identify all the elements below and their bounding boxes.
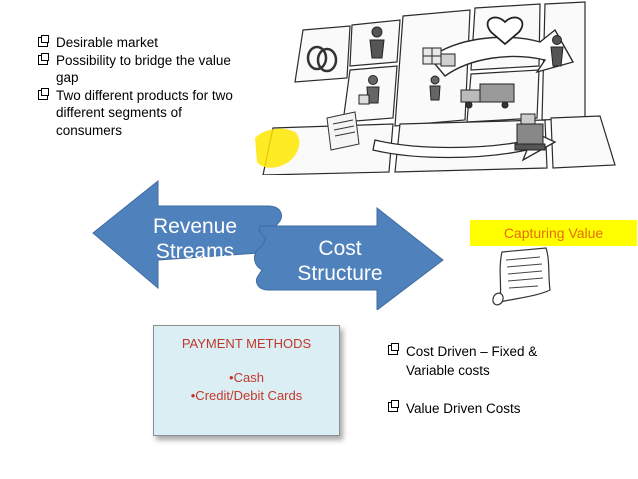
cash-register-icon — [514, 113, 546, 151]
checkbox-bullet-icon — [38, 35, 49, 47]
truck-icon — [460, 83, 515, 109]
cost-bullet-item: Value Driven Costs — [388, 399, 588, 418]
bullet-text: Two different products for two different… — [56, 87, 233, 138]
bullet-item: Desirable market — [38, 34, 243, 52]
bullet-text: Possibility to bridge the value gap — [56, 52, 231, 86]
payment-item-cards: •Credit/Debit Cards — [190, 388, 303, 403]
person-icon — [429, 75, 441, 101]
flow-arrows — [92, 179, 444, 310]
bullet-item: Two different products for two different… — [38, 87, 243, 140]
checkbox-bullet-icon — [388, 343, 399, 355]
cost-bullet-text: Value Driven Costs — [406, 401, 521, 416]
cost-bullet-item: Cost Driven – Fixed & Variable costs — [388, 342, 576, 380]
payment-item-cash: •Cash — [229, 370, 264, 385]
receipt-icon — [326, 111, 360, 151]
person-icon — [369, 26, 385, 59]
checkbox-bullet-icon — [38, 87, 49, 100]
cost-bullet-text: Cost Driven – Fixed & Variable costs — [406, 344, 538, 378]
heart-icon — [486, 16, 524, 46]
revenue-line2: Streams — [155, 240, 235, 263]
gift-icon — [422, 47, 456, 67]
payment-title: PAYMENT METHODS — [181, 336, 312, 351]
cost-line2: Structure — [297, 262, 383, 285]
person-icon — [358, 75, 380, 105]
checkbox-bullet-icon — [38, 52, 49, 65]
person-icon — [550, 35, 564, 67]
capturing-value-label: Capturing Value — [470, 220, 637, 246]
business-model-canvas-illustration — [255, 1, 616, 175]
revenue-line1: Revenue — [152, 215, 238, 238]
cost-bullets: Cost Driven – Fixed & Variable costs Val… — [388, 342, 588, 418]
cost-structure-label: Cost Structure — [285, 236, 395, 286]
payment-methods-box: PAYMENT METHODS •Cash •Credit/Debit Card… — [153, 325, 340, 436]
checkbox-bullet-icon — [388, 400, 399, 412]
cost-structure-arrow — [254, 206, 444, 310]
revenue-streams-label: Revenue Streams — [140, 214, 250, 264]
cost-line1: Cost — [318, 237, 362, 260]
bullet-item: Possibility to bridge the value gap — [38, 52, 243, 87]
value-bullets: Desirable market Possibility to bridge t… — [38, 34, 243, 139]
bullet-text: Desirable market — [56, 35, 159, 50]
rings-icon — [306, 45, 338, 73]
scroll-icon — [492, 247, 551, 306]
